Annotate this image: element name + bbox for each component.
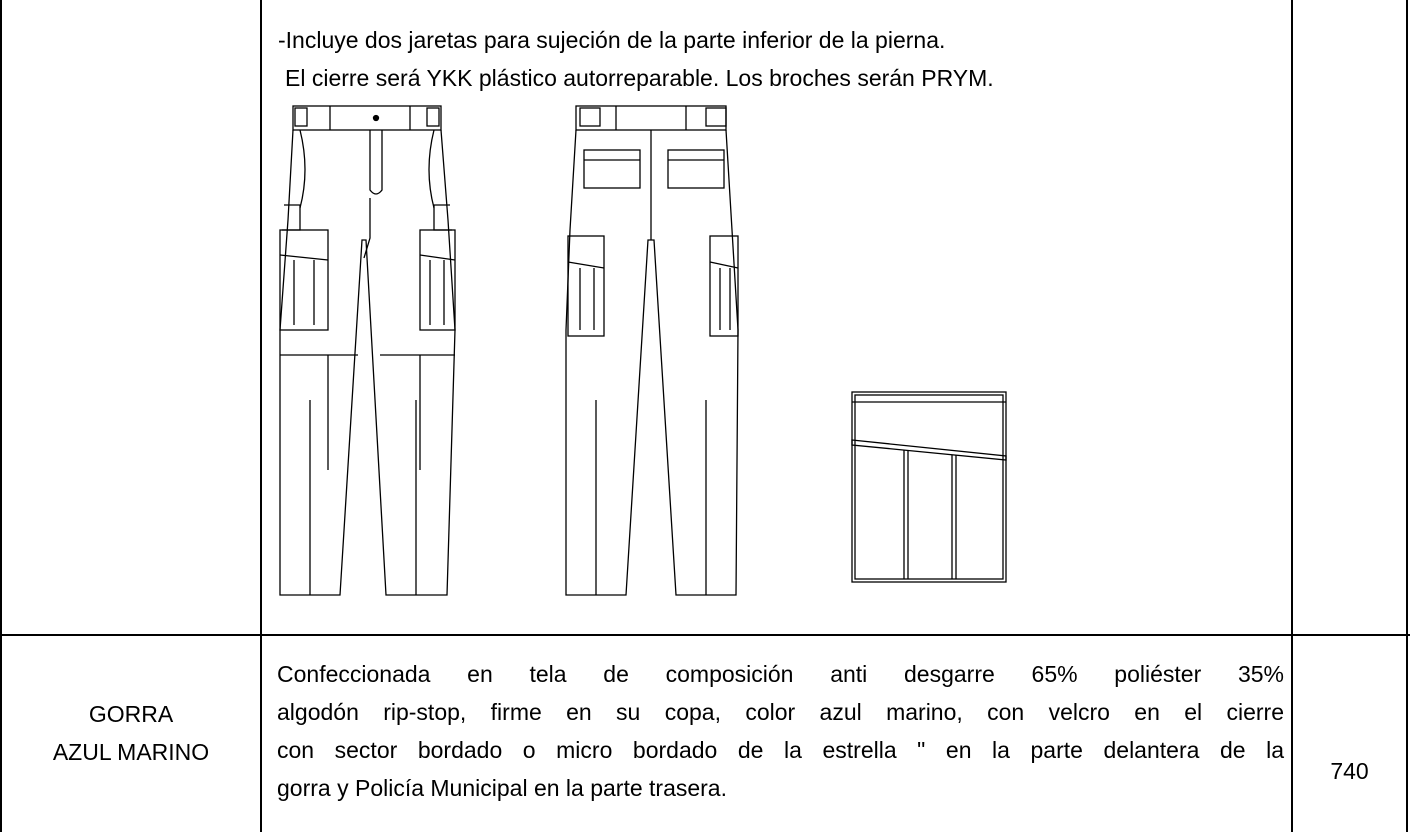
pants-front-view xyxy=(279,105,456,596)
item-quantity: 740 xyxy=(1330,758,1369,784)
pocket-detail-view xyxy=(851,391,1007,583)
item-description: Confeccionada en tela de composición ant… xyxy=(277,655,1284,807)
row-divider xyxy=(0,634,1410,636)
table-border-right xyxy=(1406,0,1408,832)
pants-technical-drawing xyxy=(279,105,1007,596)
spec-line-1: -Incluye dos jaretas para sujeción de la… xyxy=(278,27,946,53)
item-name-line-1: GORRA xyxy=(88,701,174,727)
item-name-line-2: AZUL MARINO xyxy=(52,739,210,765)
description-line-3: con sector bordado o micro bordado de la… xyxy=(277,737,1284,763)
pants-back-view xyxy=(565,105,739,596)
spec-line-2: El cierre será YKK plástico autorreparab… xyxy=(285,65,994,91)
description-line-1: Confeccionada en tela de composición ant… xyxy=(277,661,1284,687)
description-line-2: algodón rip-stop, firme en su copa, colo… xyxy=(277,699,1284,725)
column-divider-1 xyxy=(260,0,262,832)
description-line-4: gorra y Policía Municipal en la parte tr… xyxy=(277,775,727,801)
table-border-left xyxy=(0,0,2,832)
item-name: GORRA AZUL MARINO xyxy=(2,695,260,771)
column-divider-2 xyxy=(1291,0,1293,832)
